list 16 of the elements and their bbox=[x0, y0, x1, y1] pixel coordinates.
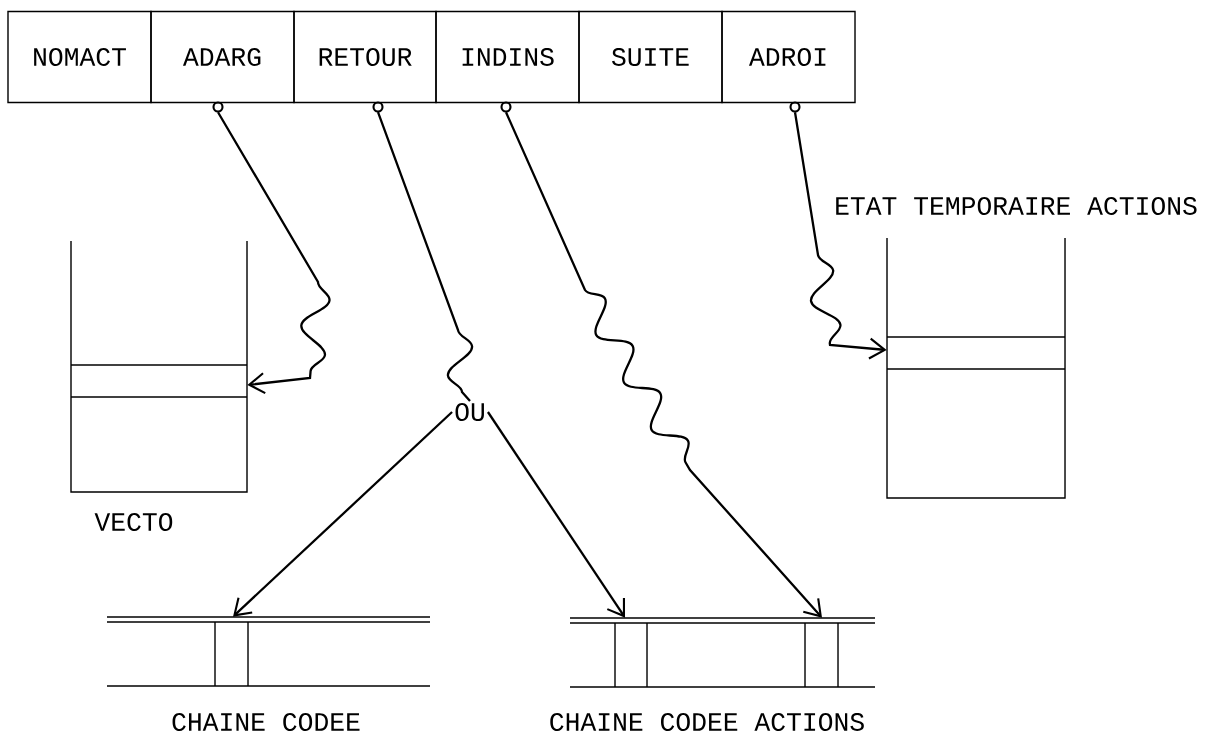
record-field: ADROI bbox=[721, 10, 856, 113]
array-drawing: VECTO bbox=[70, 240, 248, 531]
record-field: INDINS bbox=[435, 10, 580, 113]
arrow bbox=[504, 111, 822, 618]
record-field: ADARG bbox=[150, 10, 295, 113]
record-field: NOMACT bbox=[7, 10, 152, 104]
arrow bbox=[233, 411, 453, 617]
array-drawing: ETAT TEMPORAIRE ACTIONS bbox=[836, 197, 1197, 499]
junction-label: OU bbox=[455, 403, 484, 421]
string-drawing: CHAINE CODEE bbox=[106, 616, 431, 731]
string-drawing: CHAINE CODEE ACTIONS bbox=[550, 617, 876, 731]
record-field: SUITE bbox=[578, 10, 723, 104]
arrow bbox=[487, 411, 625, 618]
arrow bbox=[793, 112, 887, 360]
arrow bbox=[217, 111, 331, 394]
record-field: RETOUR bbox=[293, 10, 437, 113]
